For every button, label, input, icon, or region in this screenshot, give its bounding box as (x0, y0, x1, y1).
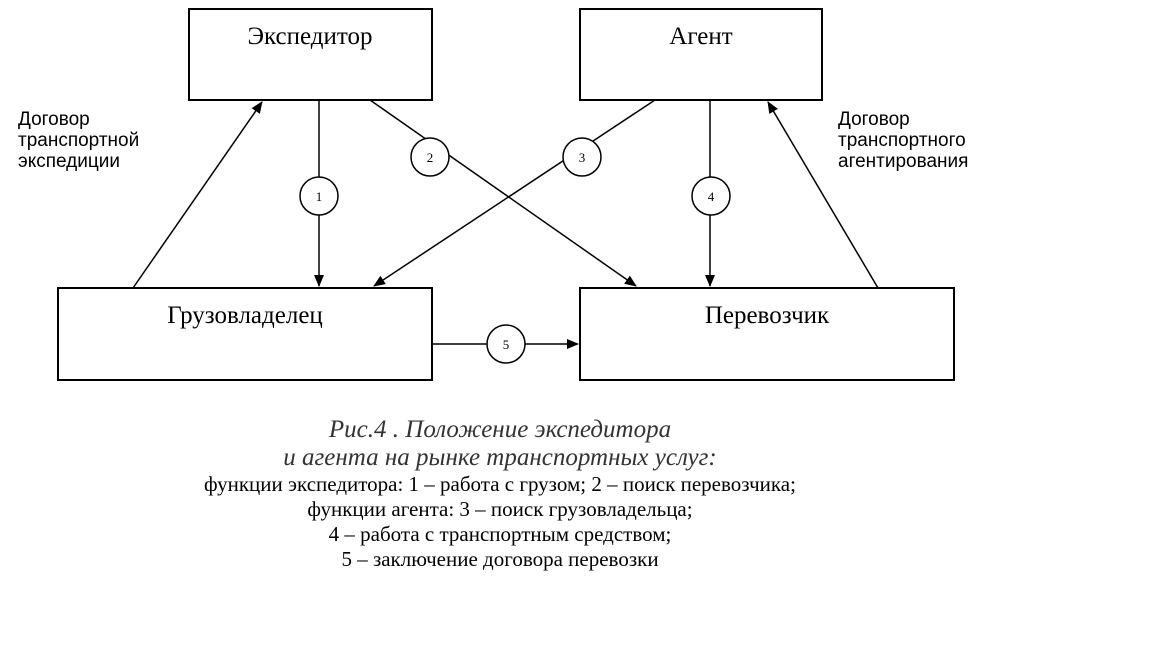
carrier-node: Перевозчик (579, 287, 955, 381)
right-contract-label: Договор транспортного агентирования (838, 109, 968, 172)
right-label-line-1: Договор (838, 109, 910, 130)
caption-line-3: 4 – работа с транспортным средством; (328, 522, 672, 546)
right-label-line-3: агентирования (838, 151, 968, 172)
caption-line-1: функции экспедитора: 1 – работа с грузом… (204, 472, 796, 496)
carrier-label: Перевозчик (705, 302, 830, 329)
edge-expeditor-to-carrier (369, 99, 637, 287)
edge-cargo-owner-to-expeditor (132, 101, 263, 289)
marker-4-label: 4 (708, 189, 715, 204)
caption-line-4: 5 – заключение договора перевозки (341, 547, 659, 571)
marker-3-label: 3 (579, 150, 586, 165)
edge-carrier-to-agent (767, 101, 879, 289)
right-label-line-2: транспортного (838, 130, 966, 151)
cargo-owner-label: Грузовладелец (167, 302, 323, 329)
cargo-owner-node: Грузовладелец (57, 287, 433, 381)
caption-line-2: функции агента: 3 – поиск грузовладельца… (307, 497, 693, 521)
caption-title-line-2: и агента на рынке транспортных услуг: (283, 444, 717, 471)
agent-label: Агент (669, 23, 732, 50)
marker-1: 1 (299, 176, 339, 216)
left-label-line-1: Договор (18, 109, 90, 130)
left-label-line-3: экспедиции (18, 151, 120, 172)
agent-node: Агент (579, 8, 823, 101)
expeditor-node: Экспедитор (188, 8, 433, 101)
figure-caption: Рис.4 . Положение экспедитора и агента н… (0, 416, 1000, 572)
expeditor-label: Экспедитор (248, 23, 373, 50)
marker-3: 3 (562, 137, 602, 177)
edge-agent-to-cargo-owner (373, 99, 656, 287)
marker-4: 4 (691, 176, 731, 216)
left-contract-label: Договор транспортной экспедиции (18, 109, 139, 172)
left-label-line-2: транспортной (18, 130, 139, 151)
marker-5: 5 (486, 324, 526, 364)
marker-2: 2 (410, 137, 450, 177)
marker-1-label: 1 (316, 189, 323, 204)
marker-5-label: 5 (503, 337, 510, 352)
marker-2-label: 2 (427, 150, 434, 165)
caption-title-line-1: Рис.4 . Положение экспедитора (328, 416, 672, 443)
